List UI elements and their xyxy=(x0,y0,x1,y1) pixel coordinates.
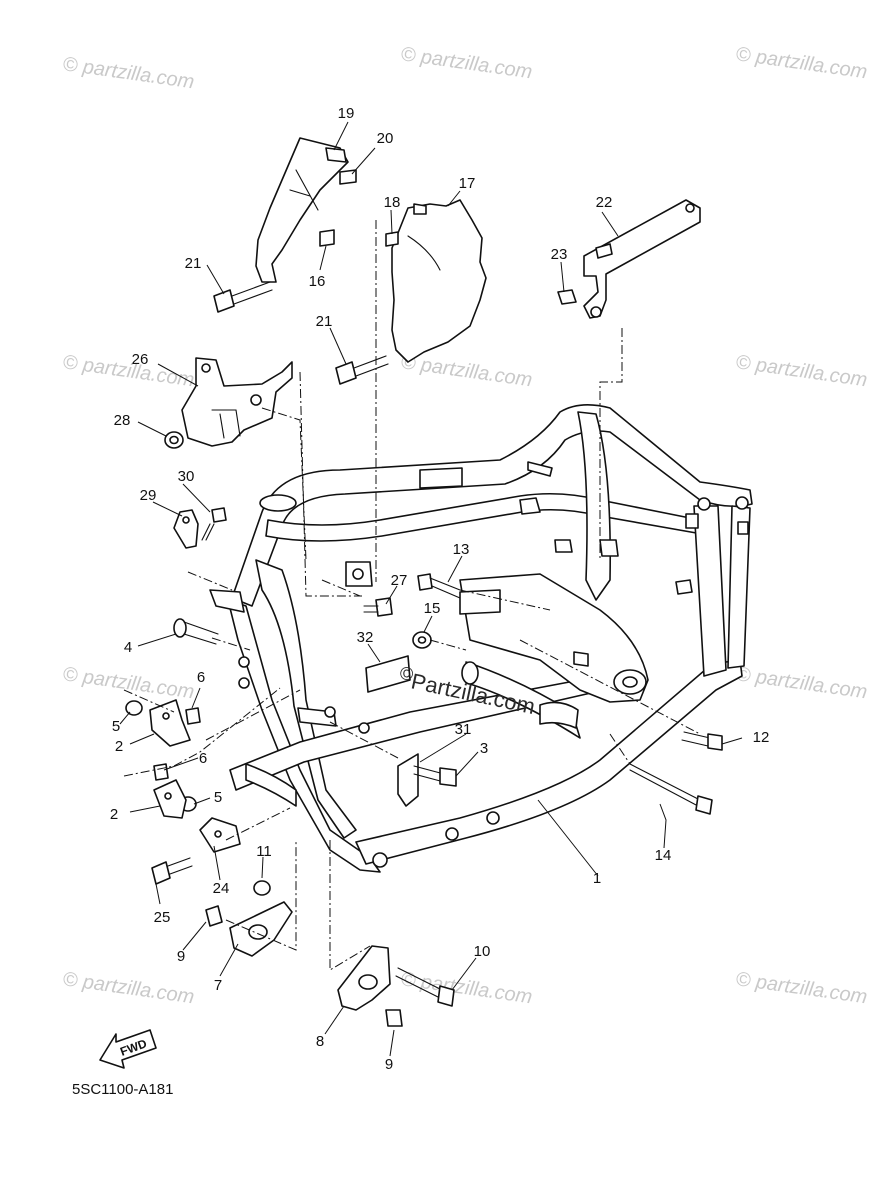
bracket-24[interactable] xyxy=(199,817,241,853)
callout-24[interactable]: 24 xyxy=(213,880,230,897)
label-32[interactable] xyxy=(365,655,411,693)
callout-9[interactable]: 9 xyxy=(177,948,185,965)
bolt-12[interactable] xyxy=(681,731,723,751)
callout-31[interactable]: 31 xyxy=(455,721,472,738)
callout-6[interactable]: 6 xyxy=(199,750,207,767)
callout-26[interactable]: 26 xyxy=(132,351,149,368)
callout-1[interactable]: 1 xyxy=(593,870,601,887)
watermark: © partzilla.com xyxy=(734,351,868,391)
callout-10[interactable]: 10 xyxy=(474,943,491,960)
callout-18[interactable]: 18 xyxy=(384,194,401,211)
center-copyright-mark: © xyxy=(400,664,413,684)
bolt-27[interactable] xyxy=(363,597,393,617)
watermark: © partzilla.com xyxy=(61,53,195,93)
callout-9[interactable]: 9 xyxy=(385,1056,393,1073)
callout-15[interactable]: 15 xyxy=(424,600,441,617)
bolt-9a[interactable] xyxy=(205,905,223,927)
callout-3[interactable]: 3 xyxy=(480,740,488,757)
watermark: © partzilla.com xyxy=(734,663,868,703)
plate-2a[interactable] xyxy=(149,699,191,747)
callout-12[interactable]: 12 xyxy=(753,729,770,746)
bolt-25[interactable] xyxy=(151,857,193,885)
bolt-14[interactable] xyxy=(629,763,713,815)
assembly-lines xyxy=(123,220,701,971)
callout-28[interactable]: 28 xyxy=(114,412,131,429)
washer-5a[interactable] xyxy=(125,700,143,716)
callout-13[interactable]: 13 xyxy=(453,541,470,558)
callout-25[interactable]: 25 xyxy=(154,909,171,926)
callout-27[interactable]: 27 xyxy=(391,572,408,589)
washer-15[interactable] xyxy=(412,631,432,649)
callout-4[interactable]: 4 xyxy=(124,639,132,656)
grommet[interactable] xyxy=(164,431,184,449)
callout-5[interactable]: 5 xyxy=(214,789,222,806)
rear-bracket[interactable] xyxy=(583,199,701,319)
callout-2[interactable]: 2 xyxy=(110,806,118,823)
upper-left-cover[interactable] xyxy=(255,137,357,283)
watermark: © partzilla.com xyxy=(61,663,195,703)
callout-17[interactable]: 17 xyxy=(459,175,476,192)
watermark: © partzilla.com xyxy=(61,351,195,391)
nut-23[interactable] xyxy=(557,289,577,305)
plate-8[interactable] xyxy=(337,945,391,1011)
callout-2[interactable]: 2 xyxy=(115,738,123,755)
callout-32[interactable]: 32 xyxy=(357,629,374,646)
left-side-cover[interactable] xyxy=(181,357,293,447)
part-code: 5SC1100-A181 xyxy=(72,1081,173,1098)
callout-5[interactable]: 5 xyxy=(112,718,120,735)
bolt-21b[interactable] xyxy=(335,355,389,385)
nut-6a[interactable] xyxy=(185,707,201,725)
small-bracket[interactable] xyxy=(173,507,227,549)
callout-22[interactable]: 22 xyxy=(596,194,613,211)
large-cover[interactable] xyxy=(385,199,487,363)
bolt-21a[interactable] xyxy=(213,281,273,313)
bolt-10[interactable] xyxy=(395,967,455,1007)
callout-19[interactable]: 19 xyxy=(338,105,355,122)
frame-assembly[interactable] xyxy=(209,404,753,873)
plate-7[interactable] xyxy=(229,901,293,957)
watermark: © partzilla.com xyxy=(61,968,195,1008)
plate-2b[interactable] xyxy=(153,779,187,819)
leader-lines xyxy=(119,121,743,1057)
watermark: © partzilla.com xyxy=(399,351,533,391)
callout-21[interactable]: 21 xyxy=(316,313,333,330)
watermark: © partzilla.com xyxy=(734,43,868,83)
bolt-13[interactable] xyxy=(417,573,461,599)
callout-7[interactable]: 7 xyxy=(214,977,222,994)
watermark: © partzilla.com xyxy=(734,968,868,1008)
watermark: © partzilla.com xyxy=(399,43,533,83)
fwd-arrow: FWD xyxy=(99,1029,157,1069)
callout-20[interactable]: 20 xyxy=(377,130,394,147)
bolt-9b[interactable] xyxy=(385,1009,403,1027)
callout-21[interactable]: 21 xyxy=(185,255,202,272)
callout-layer: 1223455667899101112131415161718192021212… xyxy=(110,105,770,1073)
washer-11[interactable] xyxy=(253,880,271,896)
bracket-31[interactable] xyxy=(397,753,419,807)
callout-11[interactable]: 11 xyxy=(256,843,272,860)
bolt-3[interactable] xyxy=(413,765,457,787)
nut-6b[interactable] xyxy=(153,763,169,781)
callout-14[interactable]: 14 xyxy=(655,847,672,864)
bolt-4[interactable] xyxy=(173,618,219,645)
callout-30[interactable]: 30 xyxy=(178,468,195,485)
callout-23[interactable]: 23 xyxy=(551,246,568,263)
callout-29[interactable]: 29 xyxy=(140,487,157,504)
callout-6[interactable]: 6 xyxy=(197,669,205,686)
callout-8[interactable]: 8 xyxy=(316,1033,324,1050)
callout-16[interactable]: 16 xyxy=(309,273,326,290)
